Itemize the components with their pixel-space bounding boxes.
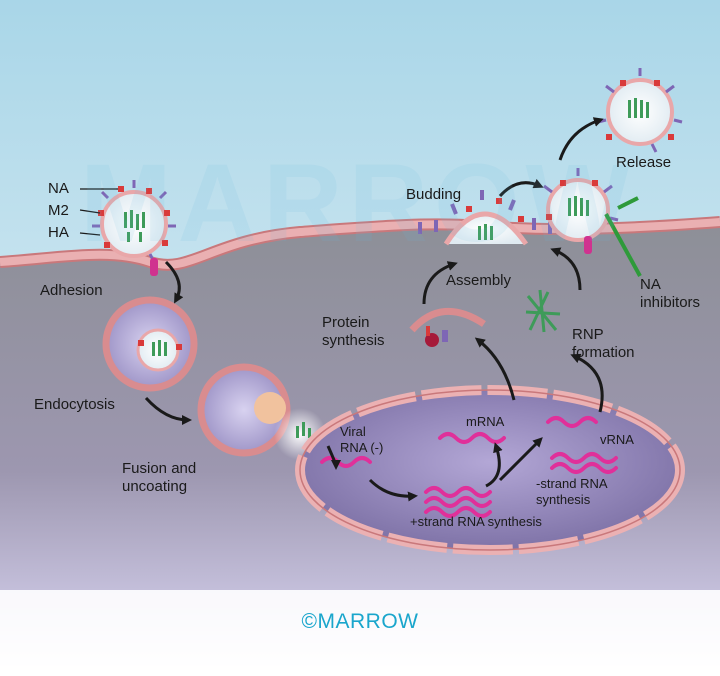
label-m2: M2 — [48, 202, 69, 219]
viral-rna-strand — [320, 456, 372, 468]
virus-callout-lines — [79, 188, 118, 236]
label-endocytosis: Endocytosis — [34, 396, 115, 413]
label-budding: Budding — [406, 186, 462, 203]
watermark-logo: MARROW — [80, 142, 636, 265]
label-protein-synthesis: Protein synthesis — [322, 314, 385, 349]
label-na: NA — [48, 180, 69, 197]
label-viral-rna: Viral RNA (-) — [340, 424, 384, 455]
mrna-strand — [438, 432, 506, 444]
rna-strands — [320, 416, 618, 518]
label-mrna: mRNA — [466, 414, 505, 429]
virus-adhering — [92, 180, 176, 276]
process-arrows — [144, 117, 604, 502]
na-inhibitor-symbol — [604, 196, 642, 277]
label-adhesion: Adhesion — [40, 282, 103, 299]
label-vrna: vRNA — [600, 432, 634, 447]
bottom-fade — [0, 590, 720, 676]
virion-detaching — [543, 168, 619, 254]
label-release: Release — [616, 154, 672, 171]
label-pos-strand: +strand RNA synthesis — [410, 514, 542, 529]
rnp-complex-icon — [525, 289, 561, 333]
label-fusion: Fusion and uncoating — [122, 460, 197, 495]
nucleus — [295, 385, 685, 555]
footer-logo: ©MARROW — [301, 610, 419, 633]
endosome-vesicle — [102, 296, 198, 392]
label-na-inhibitors: NA inhibitors — [640, 276, 701, 311]
label-assembly: Assembly — [446, 272, 512, 289]
receptor-icon — [150, 258, 158, 276]
label-rnp-formation: RNP formation — [572, 326, 635, 361]
ribosome-er — [409, 308, 486, 347]
virion-released — [597, 68, 683, 153]
label-neg-strand: -strand RNA synthesis — [536, 476, 607, 507]
budding-virion — [418, 190, 552, 246]
label-ha: HA — [48, 224, 69, 241]
